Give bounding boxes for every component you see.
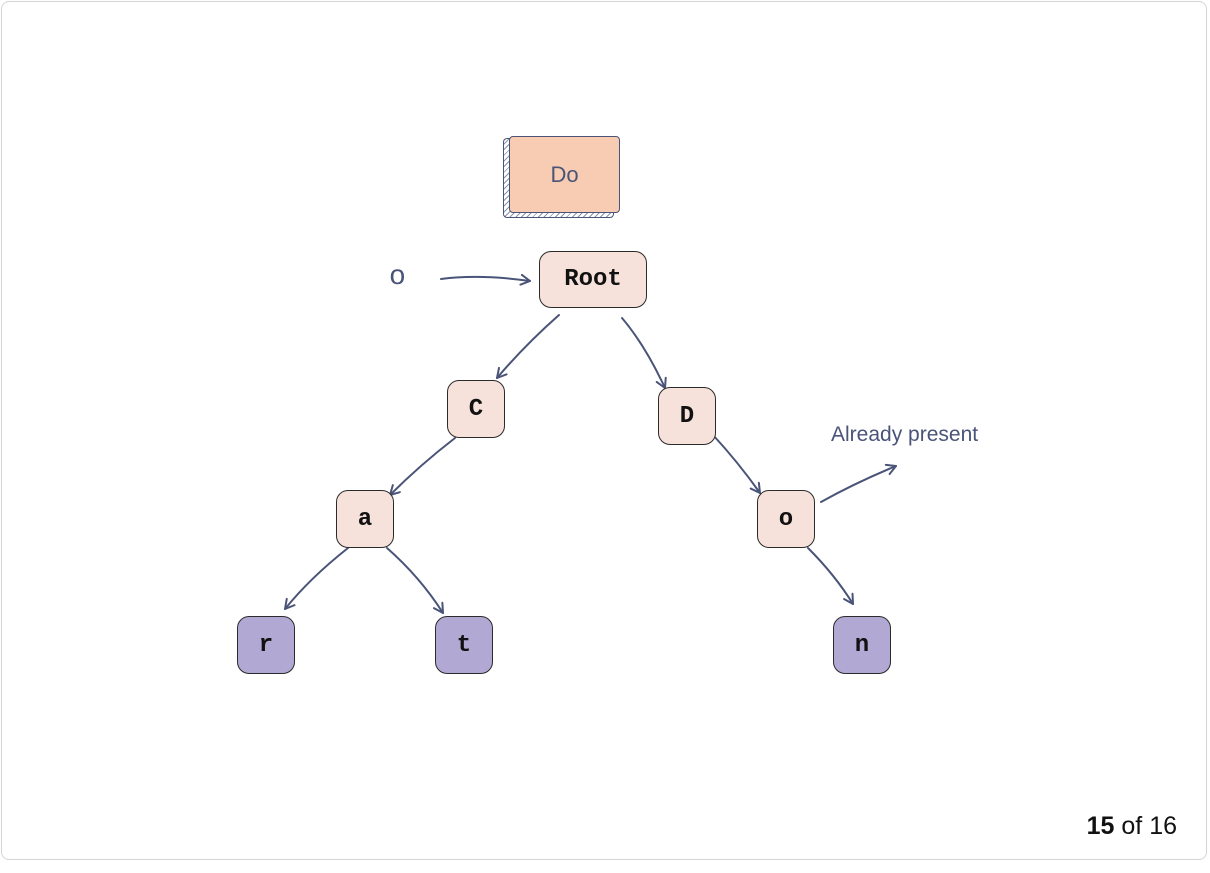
annotation-label: Already present <box>831 423 979 446</box>
edge-c-a <box>389 437 456 496</box>
edge-a-t <box>386 547 444 614</box>
edge-o-n <box>807 547 854 605</box>
word-box: Do <box>509 136 620 213</box>
node-n: n <box>833 616 891 674</box>
page-total: 16 <box>1149 812 1177 840</box>
edge-o-annotation <box>820 463 897 503</box>
current-char: o <box>389 262 406 293</box>
node-a-label: a <box>357 505 373 533</box>
node-root-label: Root <box>564 266 622 293</box>
node-t-label: t <box>456 631 472 659</box>
edge-root-d <box>621 317 667 389</box>
edge-d-o <box>712 434 761 494</box>
node-a: a <box>336 490 394 548</box>
edge-root-c <box>496 314 560 379</box>
edge-a-r <box>284 547 349 610</box>
node-root: Root <box>539 251 647 308</box>
node-n-label: n <box>854 631 870 659</box>
page-current: 15 <box>1086 812 1115 840</box>
node-r: r <box>237 616 295 674</box>
page-separator: of <box>1121 812 1143 840</box>
node-d-label: D <box>679 402 695 430</box>
node-c: C <box>447 380 505 438</box>
node-d: D <box>658 387 716 445</box>
page-counter: 15 of 16 <box>1087 812 1177 841</box>
node-o: o <box>757 490 815 548</box>
node-r-label: r <box>258 631 274 659</box>
node-o-label: o <box>778 505 794 533</box>
pointer-arrow <box>440 273 531 286</box>
node-c-label: C <box>468 395 484 423</box>
node-t: t <box>435 616 493 674</box>
word-label: Do <box>550 161 579 187</box>
